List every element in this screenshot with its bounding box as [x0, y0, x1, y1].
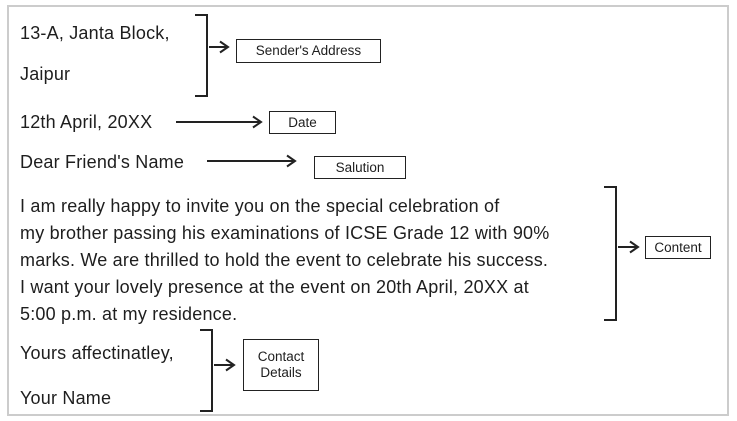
salutation-label: Salution: [314, 156, 406, 179]
content-paragraph: I am really happy to invite you on the s…: [20, 193, 549, 328]
date-text: 12th April, 20XX: [20, 112, 153, 132]
content-line: my brother passing his examinations of I…: [20, 223, 550, 243]
sender-address-line2: Jaipur: [20, 64, 71, 84]
content-line: I am really happy to invite you on the s…: [20, 196, 500, 216]
content-label: Content: [645, 236, 711, 259]
content-line: 5:00 p.m. at my residence.: [20, 304, 238, 324]
sender-address-line1: 13-A, Janta Block,: [20, 23, 170, 43]
sender-address-label: Sender's Address: [236, 39, 381, 63]
signature-text: Your Name: [20, 388, 112, 408]
closing-text: Yours affectinatley,: [20, 343, 174, 363]
salutation-text: Dear Friend's Name: [20, 152, 185, 172]
date-label: Date: [269, 111, 336, 134]
content-line: I want your lovely presence at the event…: [20, 277, 529, 297]
content-line: marks. We are thrilled to hold the event…: [20, 250, 549, 270]
contact-details-label: Contact Details: [243, 339, 319, 391]
